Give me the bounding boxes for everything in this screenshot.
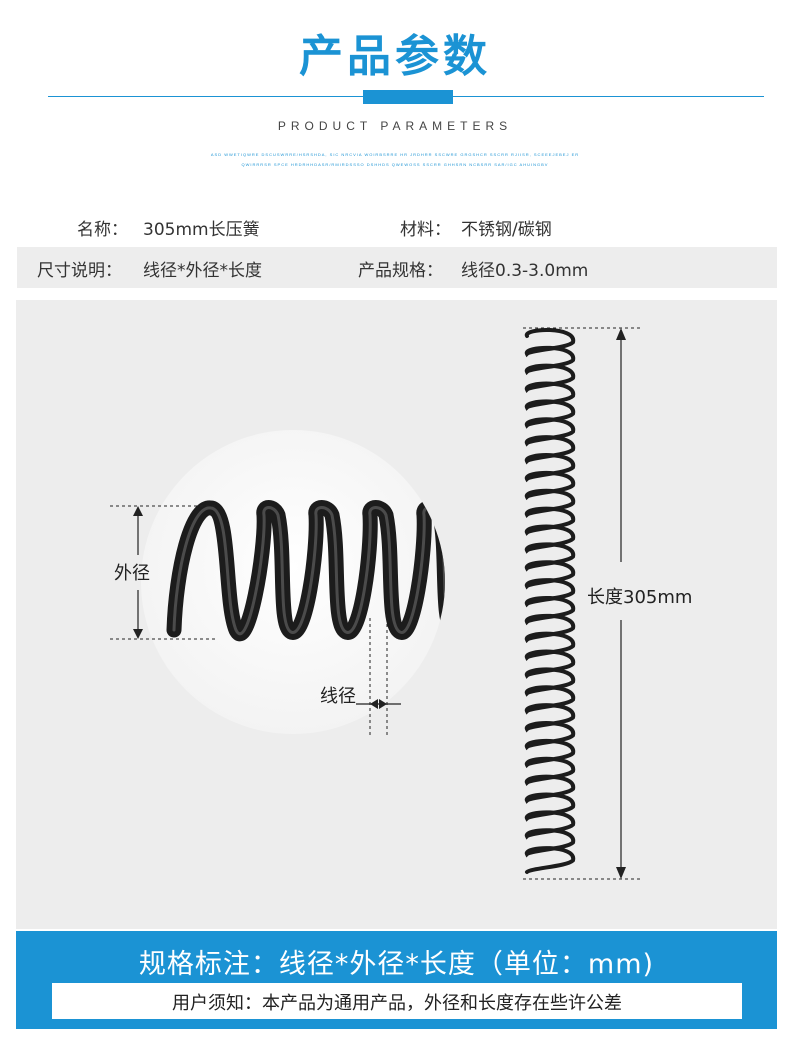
fine-print-2: QWIRRRSR SPCE HRDRHHDASR/RMIRDSSSO DSHHD… xyxy=(241,162,549,167)
zoom-circle xyxy=(141,430,445,734)
size-label: 尺寸说明： xyxy=(37,261,122,281)
zoom-spring-coils xyxy=(166,500,445,641)
page-title: 产品参数 xyxy=(299,31,491,82)
banner-title: 规格标注：线径*外径*长度（单位：mm) xyxy=(138,949,655,980)
name-label: 名称： xyxy=(77,220,128,240)
length-dimension xyxy=(523,327,642,880)
spring-diagram: 外径 线径 长度305mm xyxy=(110,327,692,880)
wire-diameter-label: 线径 xyxy=(320,686,356,707)
zoom-detail xyxy=(141,430,445,734)
arrow-down-icon xyxy=(616,867,626,879)
spec-value: 线径0.3-3.0mm xyxy=(461,261,589,281)
spec-row-1: 名称： 305mm长压簧 材料： 不锈钢/碳钢 xyxy=(17,206,777,247)
arrow-down-icon xyxy=(133,629,143,639)
long-spring xyxy=(524,327,575,874)
arrow-left-icon xyxy=(370,699,378,709)
length-label: 长度305mm xyxy=(587,587,692,608)
spec-label: 产品规格： xyxy=(358,261,443,281)
material-label: 材料： xyxy=(400,220,451,240)
arrow-right-icon xyxy=(379,699,387,709)
arrow-up-icon xyxy=(616,328,626,340)
user-notice: 用户须知：本产品为通用产品，外径和长度存在些许公差 xyxy=(52,983,742,1019)
outer-diameter-dimension xyxy=(110,505,216,640)
page-subtitle: PRODUCT PARAMETERS xyxy=(277,119,513,133)
wire-diameter-dimension xyxy=(356,618,401,736)
arrow-up-icon xyxy=(133,506,143,516)
outer-diameter-label: 外径 xyxy=(114,563,150,584)
fine-print-1: ASD WWETIQWRE DSCUSWRRE/HSRSHDA, SIC NRC… xyxy=(210,152,580,157)
material-value: 不锈钢/碳钢 xyxy=(461,220,552,240)
name-value: 305mm长压簧 xyxy=(143,220,260,240)
spec-row-2: 尺寸说明： 线径*外径*长度 产品规格： 线径0.3-3.0mm xyxy=(17,247,777,288)
title-divider-accent xyxy=(363,90,453,104)
size-value: 线径*外径*长度 xyxy=(143,261,262,281)
